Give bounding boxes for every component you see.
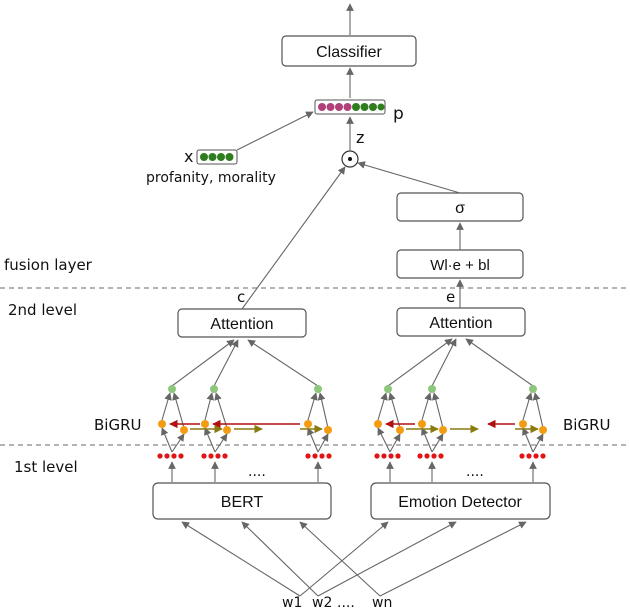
word-w2: w2 bbox=[312, 595, 332, 610]
left-ellipsis: .... bbox=[248, 464, 266, 480]
x-to-p-arrow bbox=[236, 111, 314, 151]
sigma-to-odot-arrow bbox=[357, 161, 461, 194]
emotion-detector-label: Emotion Detector bbox=[398, 494, 522, 511]
bert-box bbox=[152, 482, 332, 520]
input-arrows bbox=[181, 521, 527, 597]
e-label: e bbox=[446, 288, 455, 306]
attention-right-label: Attention bbox=[429, 315, 492, 332]
features-label: profanity, morality bbox=[146, 170, 276, 186]
bigru-left-branch bbox=[157, 339, 332, 482]
bert-label: BERT bbox=[221, 494, 264, 511]
attention-right-box bbox=[396, 307, 526, 337]
right-ellipsis: .... bbox=[466, 464, 484, 480]
p-vector bbox=[314, 99, 386, 115]
x-label: x bbox=[184, 147, 193, 166]
bigru-right-label: BiGRU bbox=[563, 416, 610, 434]
c-label: c bbox=[237, 288, 245, 306]
word-wn: wn bbox=[372, 595, 392, 610]
sigma-label: σ bbox=[455, 200, 465, 217]
bigru-left-label: BiGRU bbox=[94, 416, 141, 434]
emotion-detector-box bbox=[370, 482, 551, 520]
classifier-box bbox=[281, 35, 417, 67]
bigru-right-branch bbox=[374, 338, 547, 482]
linear-label: Wl·e + bl bbox=[430, 257, 490, 274]
fusion-layer-label: fusion layer bbox=[4, 256, 93, 274]
first-level-label: 1st level bbox=[14, 458, 78, 476]
second-level-label: 2nd level bbox=[8, 301, 77, 319]
classifier-label: Classifier bbox=[316, 44, 382, 61]
z-label: z bbox=[356, 128, 364, 147]
x-vector bbox=[196, 149, 238, 165]
elementwise-product-dot bbox=[348, 157, 352, 161]
attention-left-label: Attention bbox=[210, 316, 273, 333]
p-label: p bbox=[393, 104, 404, 124]
c-to-odot-arrow bbox=[241, 166, 346, 310]
word-w1: w1 bbox=[282, 595, 302, 610]
word-dots: .... bbox=[337, 595, 355, 610]
